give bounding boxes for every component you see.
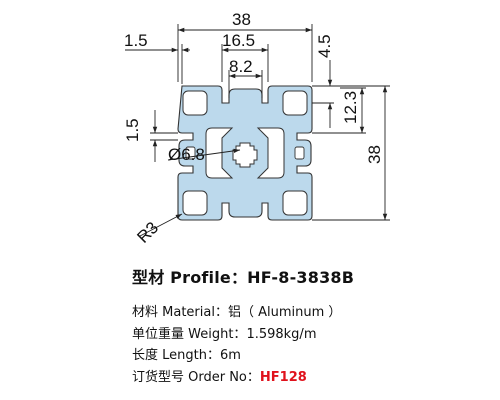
dim-corner-radius: R3 (133, 218, 162, 247)
slot-nub-right (294, 146, 305, 160)
order-row: 订货型号 Order No：HF128 (132, 367, 482, 389)
material-row: 材料 Material：铝（ Aluminum ） (132, 302, 482, 324)
length-label: 长度 Length： (132, 348, 220, 363)
length-row: 长度 Length：6m (132, 345, 482, 367)
dim-top-4-5: 4.5 (315, 34, 334, 58)
weight-label: 单位重量 Weight： (132, 326, 247, 342)
dim-slot-outer: 16.5 (222, 31, 255, 50)
center-hole (232, 142, 258, 168)
material-label: 材料 Material： (132, 305, 228, 320)
dim-left-1-5: 1.5 (124, 31, 148, 50)
weight-value: 1.598kg/m (246, 326, 317, 342)
profile-title: 型材 Profile：HF-8-3838B (132, 268, 355, 287)
dim-right-38: 38 (365, 145, 384, 164)
dim-overall-width: 38 (232, 10, 251, 29)
dim-center-hole: Ø6.8 (168, 145, 205, 164)
profile-cross-section (177, 85, 313, 221)
spec-panel: 型材 Profile：HF-8-3838B 材料 Material：铝（ Alu… (132, 264, 482, 388)
corner-hole-top-left (182, 90, 208, 116)
dimension-lines (125, 24, 390, 237)
dim-slot-inner: 8.2 (229, 57, 253, 76)
order-value: HF128 (259, 369, 307, 385)
order-label: 订货型号 Order No： (132, 369, 260, 385)
corner-hole-bottom-right (282, 190, 308, 216)
slot-nub-left (185, 146, 196, 160)
dim-left-mid-1-5: 1.5 (123, 118, 142, 142)
corner-hole-bottom-left (182, 190, 208, 216)
material-value: 铝（ Aluminum ） (227, 305, 342, 320)
dim-right-12-3: 12.3 (341, 91, 360, 124)
inner-cavity-right (256, 127, 285, 179)
corner-hole-top-right (282, 90, 308, 116)
profile-drawing: 38 16.5 1.5 8.2 4.5 12.3 38 1.5 Ø6.8 R3 (123, 10, 390, 247)
weight-row: 单位重量 Weight：1.598kg/m (132, 324, 482, 346)
length-value: 6m (219, 348, 241, 363)
